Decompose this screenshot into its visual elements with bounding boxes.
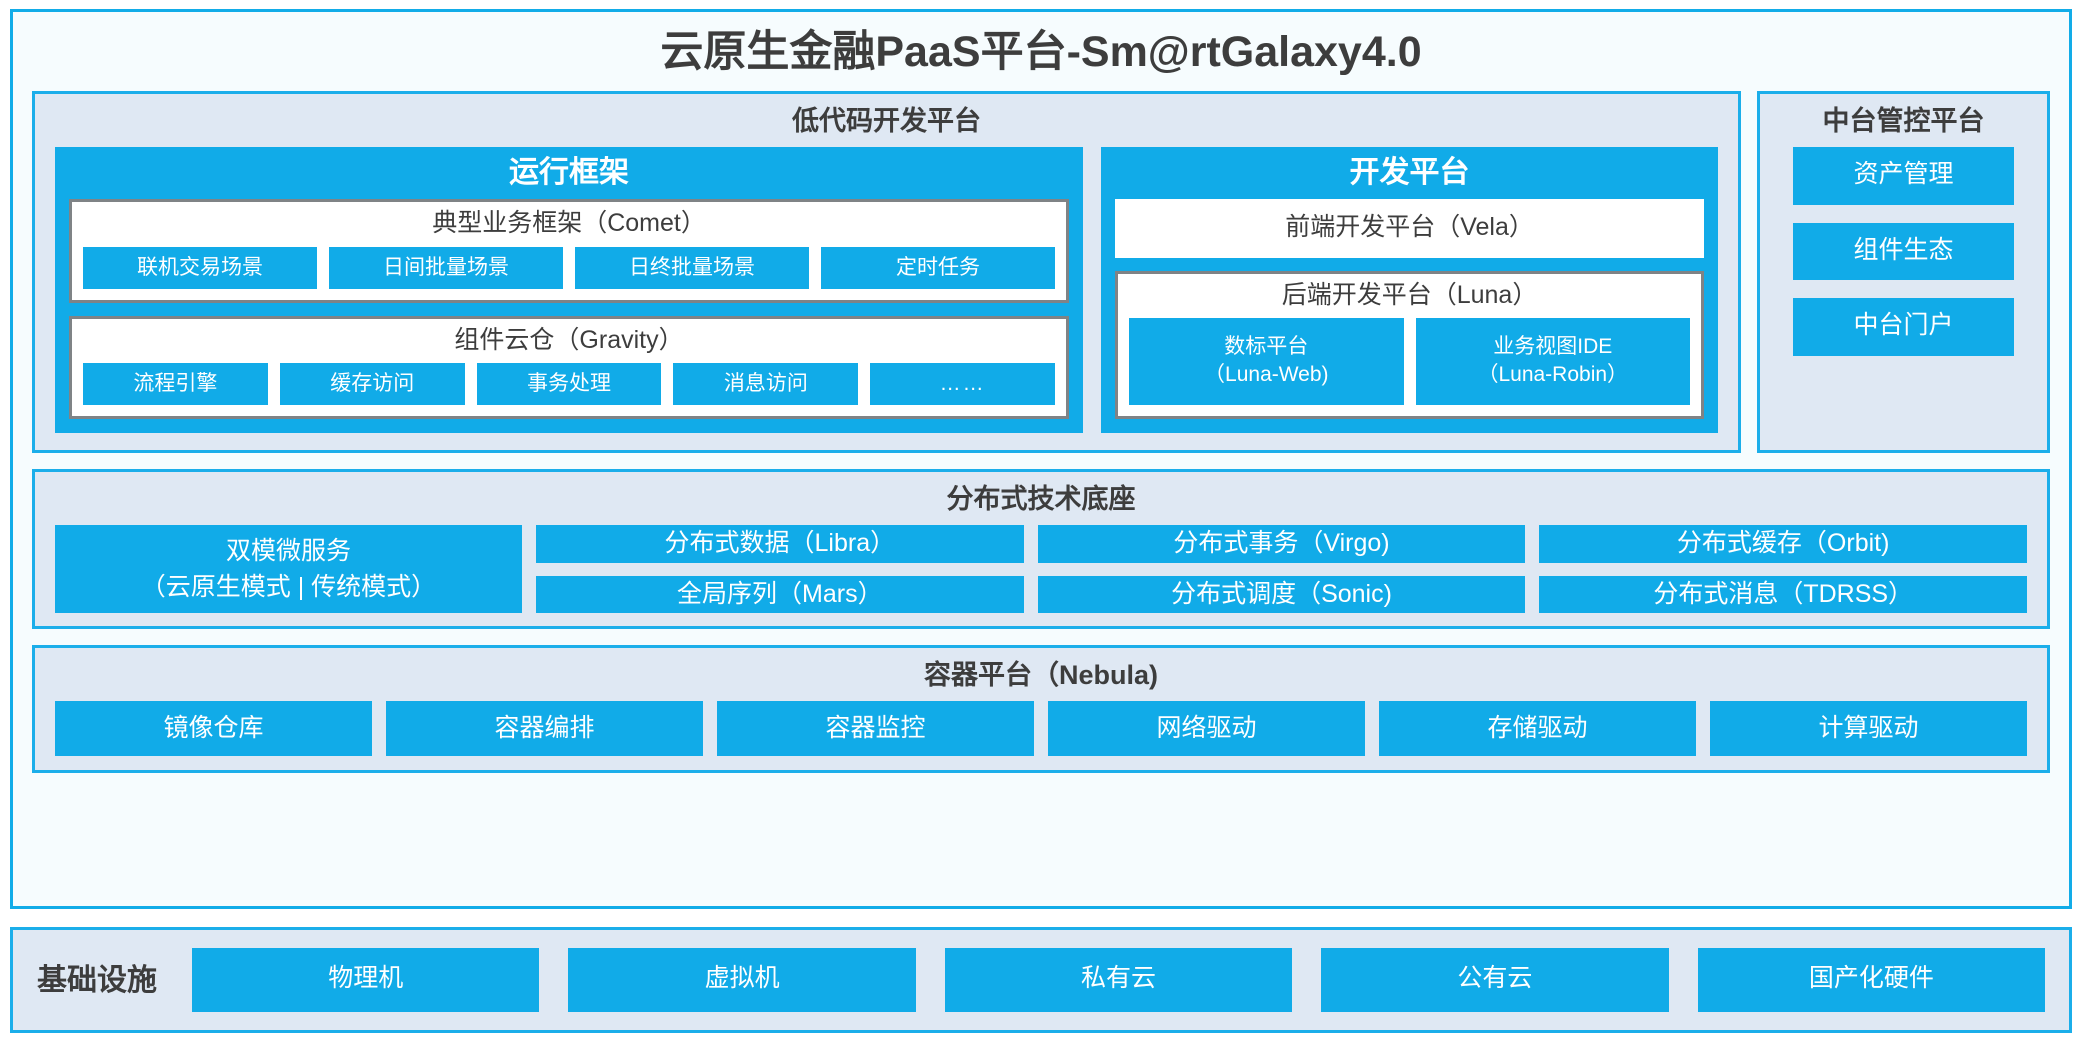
luna-web-line2: （Luna-Web)	[1204, 362, 1329, 386]
container-platform-title: 容器平台（Nebula)	[923, 660, 1158, 691]
infrastructure-cell-private-cloud[interactable]: 私有云	[944, 948, 1293, 1012]
comet-title: 典型业务框架（Comet）	[432, 209, 706, 238]
gravity-title: 组件云仓（Gravity）	[454, 325, 684, 354]
comet-chip[interactable]: 联机交易场景	[83, 246, 318, 289]
runtime-framework-block: 运行框架 典型业务框架（Comet） 联机交易场景 日间批量场景 日终批量场景 …	[55, 147, 1084, 434]
dual-mode-microservice-cell[interactable]: 双模微服务 （云原生模式 | 传统模式）	[55, 525, 522, 614]
midplatform-item-portal[interactable]: 中台门户	[1793, 298, 2014, 356]
comet-chip[interactable]: 定时任务	[821, 246, 1056, 289]
distributed-cell-orbit[interactable]: 分布式缓存（Orbit)	[1539, 525, 2028, 563]
container-cell-image-registry[interactable]: 镜像仓库	[55, 701, 372, 757]
luna-web-chip[interactable]: 数标平台 （Luna-Web)	[1129, 318, 1404, 406]
midplatform-list: 资产管理 组件生态 中台门户	[1760, 147, 2047, 433]
development-platform-title: 开发平台	[1349, 156, 1470, 190]
dual-mode-line2: （云原生模式 | 传统模式）	[140, 573, 437, 602]
container-cell-network-driver[interactable]: 网络驱动	[1048, 701, 1365, 757]
distributed-cell-tdrss[interactable]: 分布式消息（TDRSS）	[1539, 575, 2028, 614]
midplatform-item-asset-management[interactable]: 资产管理	[1793, 147, 2014, 205]
gravity-chip[interactable]: 消息访问	[673, 363, 859, 406]
comet-chip-row: 联机交易场景 日间批量场景 日终批量场景 定时任务	[83, 246, 1056, 289]
distributed-tech-base-panel: 分布式技术底座 双模微服务 （云原生模式 | 传统模式） 分布式数据（Libra…	[32, 469, 2050, 630]
distributed-column-3: 分布式缓存（Orbit) 分布式消息（TDRSS）	[1539, 525, 2028, 614]
luna-chip-row: 数标平台 （Luna-Web) 业务视图IDE （Luna-Robin）	[1129, 318, 1691, 406]
container-cell-compute-driver[interactable]: 计算驱动	[1710, 701, 2027, 757]
lowcode-platform-body: 运行框架 典型业务框架（Comet） 联机交易场景 日间批量场景 日终批量场景 …	[35, 147, 1738, 450]
distributed-column-1: 分布式数据（Libra） 全局序列（Mars）	[536, 525, 1024, 614]
gravity-chip[interactable]: 缓存访问	[279, 363, 465, 406]
lowcode-platform-title: 低代码开发平台	[792, 106, 981, 137]
distributed-column-2: 分布式事务（Virgo) 分布式调度（Sonic)	[1037, 525, 1526, 614]
distributed-tech-base-title: 分布式技术底座	[946, 484, 1136, 515]
container-cell-monitoring[interactable]: 容器监控	[717, 701, 1034, 757]
gravity-chip[interactable]: 事务处理	[476, 363, 662, 406]
luna-title: 后端开发平台（Luna）	[1281, 280, 1538, 309]
distributed-cell-sonic[interactable]: 分布式调度（Sonic)	[1037, 575, 1526, 614]
infrastructure-cell-virtual-machine[interactable]: 虚拟机	[568, 948, 916, 1012]
midplatform-title: 中台管控平台	[1822, 106, 1985, 137]
main-platform-frame: 云原生金融PaaS平台-Sm@rtGalaxy4.0 低代码开发平台 运行框架 …	[10, 9, 2072, 909]
top-row: 低代码开发平台 运行框架 典型业务框架（Comet） 联机交易场景 日间批量场景…	[32, 91, 2050, 454]
midplatform-item-component-ecosystem[interactable]: 组件生态	[1793, 222, 2014, 281]
container-cell-storage-driver[interactable]: 存储驱动	[1379, 701, 1696, 757]
gravity-chip-ellipsis[interactable]: ……	[870, 363, 1056, 406]
comet-card: 典型业务框架（Comet） 联机交易场景 日间批量场景 日终批量场景 定时任务	[69, 199, 1070, 303]
midplatform-control-panel: 中台管控平台 资产管理 组件生态 中台门户	[1757, 91, 2050, 454]
luna-robin-line2: （Luna-Robin）	[1477, 362, 1629, 386]
container-cell-orchestration[interactable]: 容器编排	[386, 701, 703, 757]
infrastructure-cell-domestic-hardware[interactable]: 国产化硬件	[1697, 948, 2046, 1012]
luna-backend-card: 后端开发平台（Luna） 数标平台 （Luna-Web) 业务视图IDE （Lu…	[1115, 270, 1704, 420]
distributed-cell-virgo[interactable]: 分布式事务（Virgo)	[1037, 525, 1526, 563]
vela-frontend-card[interactable]: 前端开发平台（Vela）	[1115, 199, 1704, 258]
comet-chip[interactable]: 日终批量场景	[575, 246, 810, 289]
comet-chip[interactable]: 日间批量场景	[329, 246, 564, 289]
page-title: 云原生金融PaaS平台-Sm@rtGalaxy4.0	[660, 28, 1422, 76]
gravity-chip-row: 流程引擎 缓存访问 事务处理 消息访问 ……	[83, 363, 1056, 406]
luna-robin-chip[interactable]: 业务视图IDE （Luna-Robin）	[1415, 318, 1691, 406]
container-platform-body: 镜像仓库 容器编排 容器监控 网络驱动 存储驱动 计算驱动	[35, 701, 2047, 770]
distributed-tech-base-body: 双模微服务 （云原生模式 | 传统模式） 分布式数据（Libra） 全局序列（M…	[35, 525, 2047, 626]
gravity-card: 组件云仓（Gravity） 流程引擎 缓存访问 事务处理 消息访问 ……	[69, 315, 1070, 420]
infrastructure-strip: 基础设施 物理机 虚拟机 私有云 公有云 国产化硬件	[10, 927, 2072, 1033]
distributed-cell-libra[interactable]: 分布式数据（Libra）	[536, 525, 1024, 563]
runtime-framework-title: 运行框架	[509, 156, 630, 190]
dual-mode-line1: 双模微服务	[225, 537, 351, 565]
gravity-chip[interactable]: 流程引擎	[83, 363, 268, 406]
infrastructure-cell-physical-machine[interactable]: 物理机	[192, 948, 540, 1012]
container-platform-panel: 容器平台（Nebula) 镜像仓库 容器编排 容器监控 网络驱动 存储驱动 计算…	[32, 645, 2050, 774]
luna-robin-line1: 业务视图IDE	[1493, 335, 1613, 359]
infrastructure-cell-public-cloud[interactable]: 公有云	[1321, 948, 1669, 1012]
lowcode-platform-panel: 低代码开发平台 运行框架 典型业务框架（Comet） 联机交易场景 日间批量场景…	[32, 91, 1741, 454]
luna-web-line1: 数标平台	[1224, 335, 1309, 359]
infrastructure-label: 基础设施	[37, 963, 157, 997]
distributed-cell-mars[interactable]: 全局序列（Mars）	[536, 575, 1024, 614]
development-platform-block: 开发平台 前端开发平台（Vela） 后端开发平台（Luna） 数标平台 （Lun…	[1101, 147, 1718, 434]
